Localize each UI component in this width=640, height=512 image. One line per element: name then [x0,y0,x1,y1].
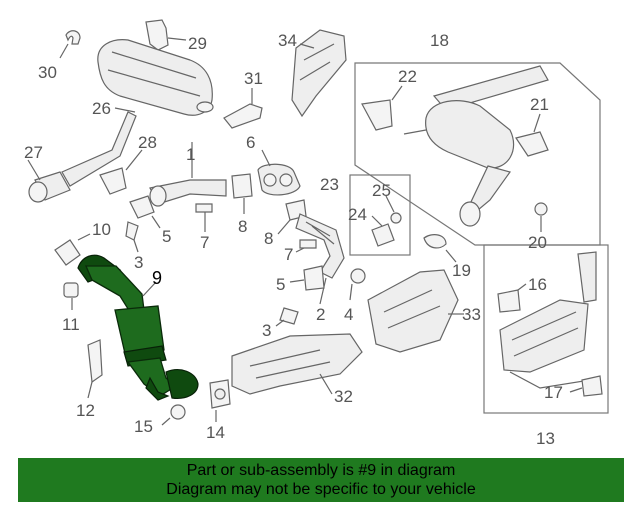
part-3-bolt-right[interactable] [275,307,299,327]
part-6-manifold-flange[interactable] [257,149,301,196]
part-33-heat-shield[interactable] [367,269,464,353]
callout-8-upper: 8 [238,217,247,236]
part-7-bolt-upper[interactable] [195,203,213,232]
part-4-nut[interactable] [349,268,366,301]
callout-27: 27 [24,143,43,162]
part-17-bracket[interactable] [569,375,603,397]
callout-29: 29 [188,34,207,53]
callout-2: 2 [316,305,325,324]
part-5-gasket-left[interactable] [129,195,161,229]
callout-28: 28 [138,133,157,152]
part-13-particulate-filter[interactable] [499,251,597,389]
callout-10: 10 [92,220,111,239]
part-32-heat-shield[interactable] [231,333,363,395]
callout-20: 20 [528,233,547,252]
part-9-catalytic-converter[interactable] [77,254,199,401]
callout-19: 19 [452,261,471,280]
callout-23: 23 [320,175,339,194]
callout-7-lower: 7 [284,245,293,264]
part-2-flex-pipe[interactable] [295,213,345,305]
callout-11: 11 [62,315,80,334]
part-15-nut[interactable] [161,404,186,426]
callout-1: 1 [186,145,195,164]
part-24-oxygen-sensor[interactable] [371,215,395,247]
part-26-connecting-pipe[interactable] [61,111,137,187]
part-22-bracket[interactable] [361,85,403,131]
part-14-gasket[interactable] [209,379,231,422]
callout-25: 25 [372,181,391,200]
banner-line-2: Diagram may not be specific to your vehi… [166,481,476,498]
part-25-gasket[interactable] [385,195,402,224]
part-16-bracket[interactable] [497,283,527,313]
callout-5-left: 5 [162,227,171,246]
box-13-dpf-assembly [483,244,609,414]
part-34-heat-shield[interactable] [291,29,347,118]
callout-24: 24 [348,205,367,224]
callout-21: 21 [530,95,549,114]
part-1-front-pipe[interactable] [149,142,227,207]
info-banner: Part or sub-assembly is #9 in diagram Di… [18,458,624,502]
callout-16: 16 [528,275,547,294]
callout-8-lower: 8 [264,229,273,248]
callout-22: 22 [398,67,417,86]
part-29-bracket[interactable] [145,19,187,51]
part-12-bracket[interactable] [87,339,103,399]
part-27-tail-pipe[interactable] [27,159,71,203]
exhaust-parts-diagram: 30 29 26 27 28 10 11 12 9 15 14 5 3 7 1 … [24,19,609,448]
part-3-bolt-left[interactable] [125,221,139,253]
callout-12: 12 [76,401,95,420]
callout-26: 26 [92,99,111,118]
callout-3-left: 3 [134,253,143,272]
part-28-bracket[interactable] [99,149,143,195]
part-21-bracket[interactable] [515,113,549,157]
part-18-muffler[interactable] [403,65,549,227]
box-23-sensor-group [349,174,411,256]
callout-31: 31 [244,69,263,88]
part-8-gasket-upper[interactable] [231,173,253,214]
callout-3-right: 3 [262,321,271,340]
banner-line-1: Part or sub-assembly is #9 in diagram [186,462,456,479]
part-31-hanger[interactable] [223,88,263,129]
callout-13: 13 [536,429,555,448]
callout-15: 15 [134,417,153,436]
callout-14: 14 [206,423,225,442]
callout-4: 4 [344,305,353,324]
callout-9: 9 [152,268,162,288]
callout-18: 18 [430,31,449,50]
callout-32: 32 [334,387,353,406]
callout-17: 17 [544,383,563,402]
callout-33: 33 [462,305,481,324]
part-19-gasket[interactable] [423,234,457,263]
callout-6: 6 [246,133,255,152]
callout-34: 34 [278,31,297,50]
part-5-gasket-right[interactable] [289,265,325,291]
callout-7-upper: 7 [200,233,209,252]
callout-30: 30 [38,63,57,82]
part-20-nut[interactable] [534,202,548,232]
part-26-rear-muffler[interactable] [97,39,214,116]
part-30-hanger[interactable] [59,30,81,59]
part-7-bolt-lower[interactable] [295,239,317,253]
part-10-gasket[interactable] [54,233,91,266]
callout-5-right: 5 [276,275,285,294]
part-11-nut[interactable] [63,282,79,310]
